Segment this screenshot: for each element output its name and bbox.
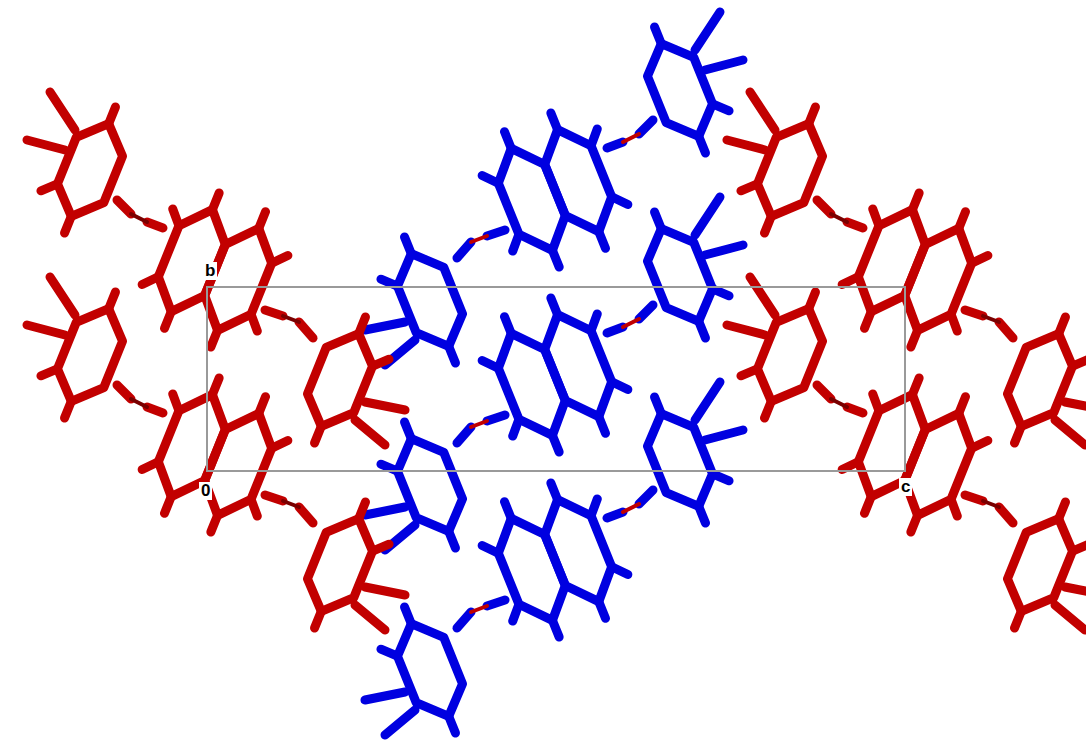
molecule [27, 277, 405, 642]
axis-label: 0 [199, 482, 212, 500]
molecule [727, 277, 1086, 642]
axis-label: b [203, 262, 217, 280]
molecule [365, 382, 743, 744]
molecules [27, 12, 1086, 744]
unit-cell [207, 287, 905, 471]
axis-label: c [899, 478, 912, 496]
